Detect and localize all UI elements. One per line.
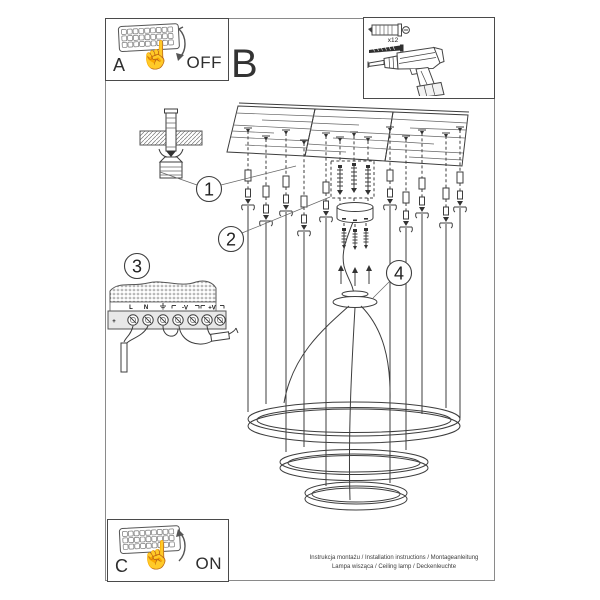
terminal-label-plusv: +V	[208, 306, 216, 312]
terminal-label-minusv: -V	[182, 306, 188, 312]
terminal-label-l: L	[129, 305, 133, 311]
step-c-label: C	[115, 556, 128, 576]
terminal-label-n: N	[144, 305, 148, 311]
power-on-label: ON	[195, 554, 222, 573]
callout-circle-4	[385, 259, 413, 287]
screw-icon	[369, 44, 404, 53]
pointing-hand-icon: ☝	[139, 40, 173, 70]
up-arrows	[338, 265, 372, 286]
main-frame	[105, 18, 495, 581]
canopy-fixing-screws	[341, 223, 369, 250]
dowel-quantity-label: x12	[387, 37, 399, 44]
ceiling-panels	[226, 102, 470, 167]
earth-icon	[160, 303, 166, 310]
driver-wires	[120, 325, 239, 373]
section-b-label: B	[231, 42, 258, 86]
terminal-screws	[127, 314, 226, 326]
step-a-label: A	[113, 55, 126, 75]
terminal-label-plus: +	[112, 319, 116, 325]
callout-number-2: 2	[226, 230, 236, 250]
ring-large	[247, 401, 461, 444]
footer-line-2: Lampa wisząca / Ceiling lamp / Deckenleu…	[331, 564, 457, 570]
step-a-panel: ☝ A OFF	[105, 18, 229, 81]
anchor-detail	[139, 108, 203, 179]
tools-panel: x12	[363, 17, 495, 99]
canopy	[336, 202, 374, 296]
callouts: 1 2 3 4	[123, 165, 413, 299]
arrow-up-icon	[176, 529, 186, 562]
breaker-panel-icon	[117, 23, 180, 53]
drill-icon	[367, 46, 445, 96]
callout-circle-1	[195, 175, 223, 203]
arrow-down-icon	[176, 26, 186, 61]
footer-line-1: Instrukcja montażu / Installation instru…	[309, 555, 479, 561]
ring-middle	[279, 449, 429, 481]
wire-hub	[283, 290, 391, 501]
power-off-label: OFF	[186, 53, 222, 72]
ring-small	[304, 481, 408, 511]
footer-text: Instrukcja montażu / Installation instru…	[294, 554, 494, 572]
lamp-rings	[247, 401, 461, 511]
pointing-hand-icon: ☝	[140, 540, 174, 570]
callout-circle-2	[217, 225, 245, 253]
wall-plug-icon	[368, 23, 410, 37]
suspension-wires	[241, 130, 467, 486]
led-driver: L N -V +V +	[107, 280, 239, 373]
callout-number-4: 4	[394, 264, 404, 284]
callout-number-3: 3	[132, 257, 142, 277]
callout-circle-3	[123, 252, 151, 280]
callout-number-1: 1	[204, 180, 214, 200]
breaker-panel-icon	[118, 525, 181, 555]
screw-icon	[337, 163, 371, 195]
canopy-screws-box	[330, 136, 375, 204]
step-c-panel: ☝ C ON	[107, 519, 229, 582]
